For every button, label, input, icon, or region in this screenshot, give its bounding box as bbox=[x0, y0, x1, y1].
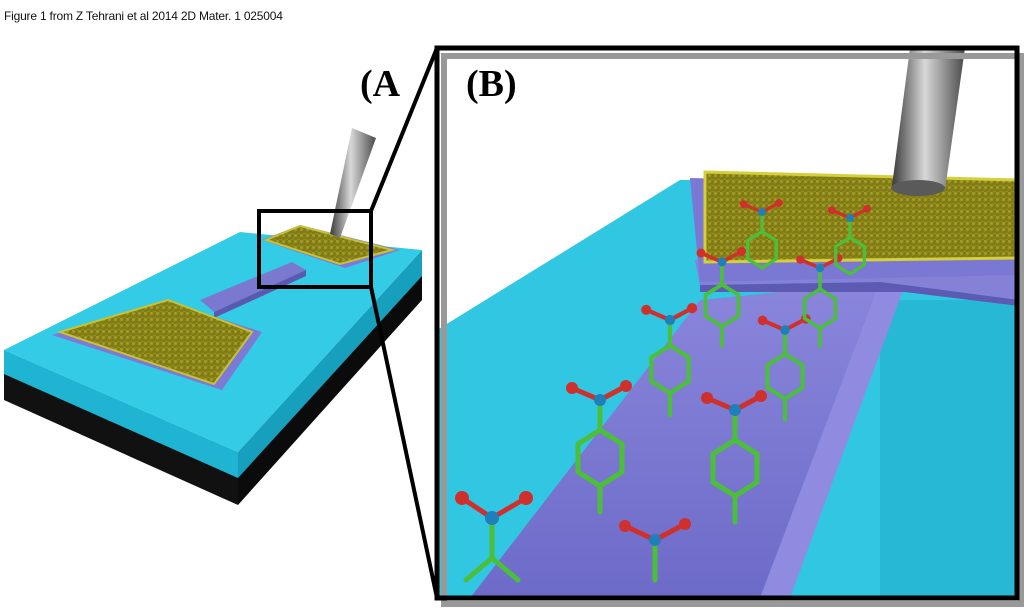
electrode-right bbox=[263, 224, 396, 266]
graphene-channel bbox=[200, 262, 306, 312]
molecule bbox=[619, 518, 691, 583]
molecules bbox=[455, 199, 871, 583]
molecule bbox=[455, 491, 533, 583]
zoom-line-top bbox=[369, 47, 439, 212]
panel-b-shadow bbox=[441, 53, 1024, 607]
panel-a-device bbox=[4, 47, 439, 599]
channel-branch-rim bbox=[700, 282, 1019, 306]
molecule bbox=[739, 199, 783, 270]
channel-edge bbox=[214, 270, 306, 318]
zoom-line-bottom bbox=[369, 286, 439, 599]
molecule bbox=[827, 205, 871, 276]
probe-tip-end bbox=[891, 180, 945, 196]
substrate-shade-b bbox=[880, 300, 1019, 598]
figure-caption: Figure 1 from Z Tehrani et al 2014 2D Ma… bbox=[4, 9, 283, 23]
electrode-left bbox=[56, 298, 254, 386]
molecule bbox=[566, 380, 632, 515]
panel-a-label: (A bbox=[360, 63, 401, 105]
panel-b-frame bbox=[434, 45, 1020, 601]
molecule bbox=[696, 247, 746, 348]
substrate-side-front bbox=[4, 350, 238, 478]
molecule bbox=[641, 303, 698, 418]
electrode-b-gold bbox=[703, 170, 1019, 264]
probe-tip-b bbox=[892, 48, 965, 190]
substrate-base-side bbox=[238, 272, 422, 505]
zoom-box bbox=[257, 209, 373, 289]
panel-b-label: (B) bbox=[466, 63, 517, 105]
molecule bbox=[701, 390, 767, 525]
substrate-base bbox=[4, 372, 238, 505]
panel-b-zoom bbox=[434, 45, 1024, 607]
channel-rim-right bbox=[760, 282, 905, 598]
